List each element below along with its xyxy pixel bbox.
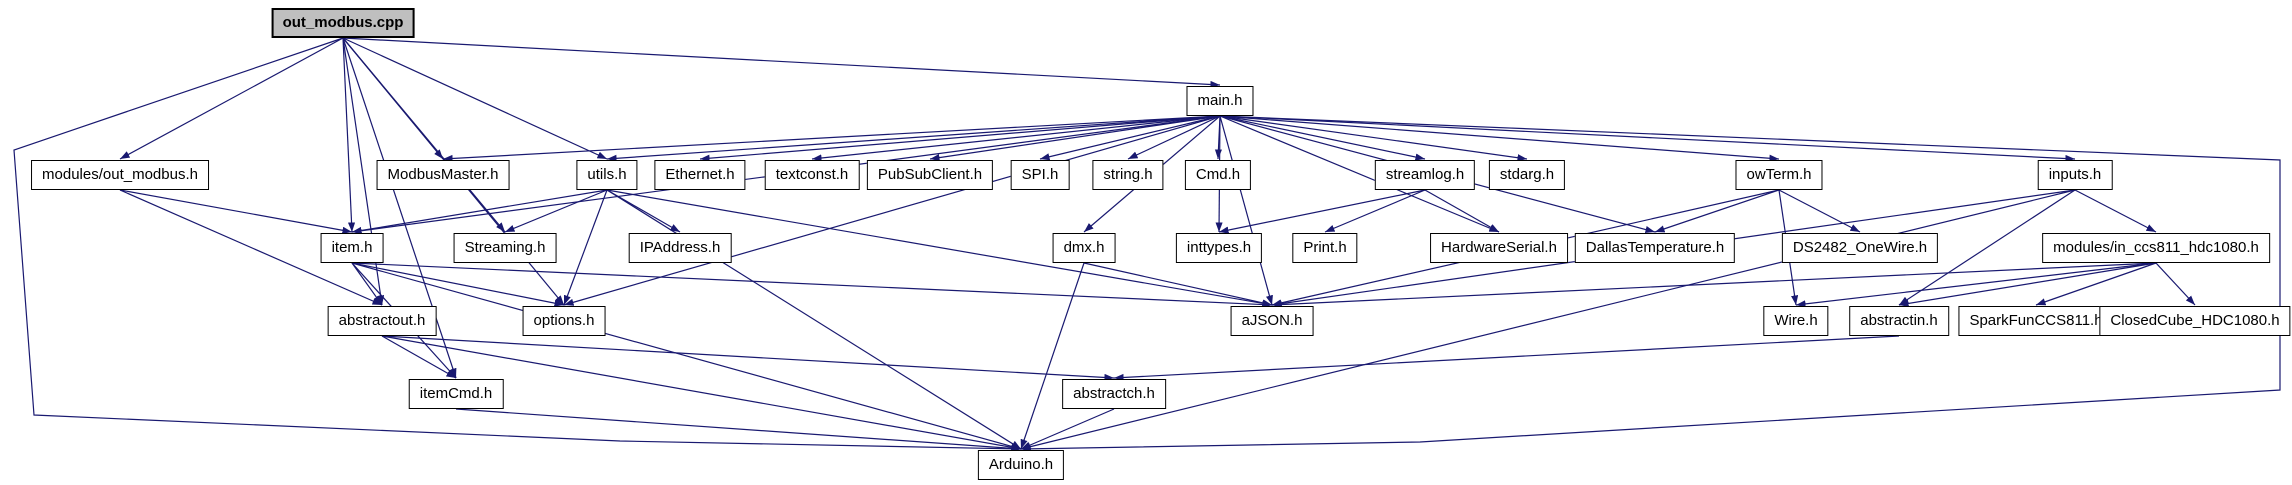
edge-item_h-to-arduino_h [351,262,1022,450]
node-owterm_h[interactable]: owTerm.h [1735,160,1823,190]
edge-utils_h-to-item_h [351,189,608,234]
edge-main_h-to-pubsubclient_h [929,115,1221,162]
edge-out_modbus_cpp-to-item_h [342,37,356,233]
edge-main_h-to-streamlog_h [1219,115,1426,161]
edge-main_h-to-hardwareserial_h [1219,115,1500,233]
edge-main_h-to-utils_h [606,115,1221,162]
edge-main_h-to-inputs_h [1219,115,2076,163]
edge-out_modbus_cpp-to-modules_out_modbus_h [119,37,344,160]
edge-main_h-to-string_h [1127,115,1221,160]
edge-item_h-to-options_h [351,262,565,307]
node-print_h[interactable]: Print.h [1292,233,1358,263]
edge-modules_out_modbus_h-to-item_h [119,189,353,234]
edge-main_h-to-modbusmaster_h [442,115,1221,163]
node-streaming_h[interactable]: Streaming.h [453,233,557,263]
node-dallastemperature_h[interactable]: DallasTemperature.h [1574,233,1736,263]
edge-main_h-to-spi_h [1039,115,1221,161]
edge-in_ccs811_h-to-ajson_h [1271,262,2157,309]
edge-dmx_h-to-ajson_h [1083,262,1273,307]
edge-main_h-to-owterm_h [1219,115,1780,162]
edge-owterm_h-to-ds2482_onewire_h [1778,189,1861,233]
node-textconst_h[interactable]: textconst.h [764,160,860,190]
edge-utils_h-to-options_h [563,189,608,306]
node-string_h[interactable]: string.h [1092,160,1164,190]
node-abstractout_h[interactable]: abstractout.h [327,306,437,336]
node-arduino_h[interactable]: Arduino.h [977,450,1065,480]
edge-utils_h-to-arduino_h [606,189,1022,450]
edge-out_modbus_cpp-to-itemcmd_h [342,37,457,379]
node-sparkfunccs811_h[interactable]: SparkFunCCS811.h [1958,306,2114,336]
edge-out_modbus_cpp-to-main_h [342,37,1221,89]
edge-abstractout_h-to-itemcmd_h [381,335,457,379]
edge-in_ccs811_h-to-sparkfunccs811_h [2035,262,2157,306]
edge-item_h-to-ajson_h [351,262,1273,309]
node-out_modbus_cpp[interactable]: out_modbus.cpp [271,8,415,38]
edge-abstractin_h-to-abstractch_h [1113,335,1900,382]
node-ajson_h[interactable]: aJSON.h [1230,306,1314,336]
node-abstractch_h[interactable]: abstractch.h [1062,379,1166,409]
edge-item_h-to-abstractout_h [351,262,383,306]
edge-main_h-to-stdarg_h [1219,115,1528,162]
edge-inputs_h-to-in_ccs811_h [2074,189,2157,233]
edge-streamlog_h-to-print_h [1324,189,1426,233]
edge-streamlog_h-to-inttypes_h [1218,189,1426,234]
node-ipaddress_h[interactable]: IPAddress.h [628,233,732,263]
node-stdarg_h[interactable]: stdarg.h [1488,160,1566,190]
node-closedcube_h[interactable]: ClosedCube_HDC1080.h [2099,306,2291,336]
node-hardwareserial_h[interactable]: HardwareSerial.h [1430,233,1568,263]
node-spi_h[interactable]: SPI.h [1010,160,1070,190]
edge-utils_h-to-ajson_h [606,189,1273,307]
node-streamlog_h[interactable]: streamlog.h [1374,160,1476,190]
node-cmd_h[interactable]: Cmd.h [1184,160,1252,190]
edge-out_modbus_cpp-to-arduino_h [13,37,1022,453]
node-modbusmaster_h[interactable]: ModbusMaster.h [376,160,510,190]
edge-owterm_h-to-dallastemperature_h [1654,189,1780,233]
edge-streamlog_h-to-hardwareserial_h [1424,189,1500,233]
edge-main_h-to-options_h [563,115,1221,306]
node-item_h[interactable]: item.h [320,233,384,263]
node-wire_h[interactable]: Wire.h [1763,306,1829,336]
edge-dmx_h-to-arduino_h [1020,262,1085,450]
edge-inputs_h-to-abstractin_h [1898,189,2076,306]
edge-main_h-to-ajson_h [1219,115,1273,306]
node-pubsubclient_h[interactable]: PubSubClient.h [866,160,994,190]
edge-modules_out_modbus_h-to-abstractout_h [119,189,383,306]
node-main_h[interactable]: main.h [1186,86,1254,116]
node-ds2482_onewire_h[interactable]: DS2482_OneWire.h [1781,233,1939,263]
node-itemcmd_h[interactable]: itemCmd.h [408,379,504,409]
node-utils_h[interactable]: utils.h [576,160,638,190]
edge-out_modbus_cpp-to-utils_h [342,37,608,160]
edge-in_ccs811_h-to-wire_h [1795,262,2157,308]
node-abstractin_h[interactable]: abstractin.h [1849,306,1949,336]
edge-abstractch_h-to-arduino_h [1020,408,1115,450]
node-inputs_h[interactable]: inputs.h [2037,160,2113,190]
node-inttypes_h[interactable]: inttypes.h [1175,233,1263,263]
edge-itemcmd_h-to-arduino_h [455,408,1022,452]
edge-abstractout_h-to-arduino_h [381,335,1022,451]
node-dmx_h[interactable]: dmx.h [1052,233,1116,263]
node-options_h[interactable]: options.h [522,306,606,336]
edge-utils_h-to-streaming_h [504,189,608,233]
edge-main_h-to-textconst_h [811,115,1221,162]
edge-in_ccs811_h-to-closedcube_h [2155,262,2196,306]
node-ethernet_h[interactable]: Ethernet.h [654,160,746,190]
edge-abstractout_h-to-abstractch_h [381,335,1115,382]
edge-main_h-to-arduino_h [1020,115,2281,453]
node-modules_out_modbus_h[interactable]: modules/out_modbus.h [31,160,209,190]
edge-in_ccs811_h-to-abstractin_h [1898,262,2157,308]
edge-main_h-to-ethernet_h [699,115,1221,162]
node-in_ccs811_h[interactable]: modules/in_ccs811_hdc1080.h [2042,233,2270,263]
